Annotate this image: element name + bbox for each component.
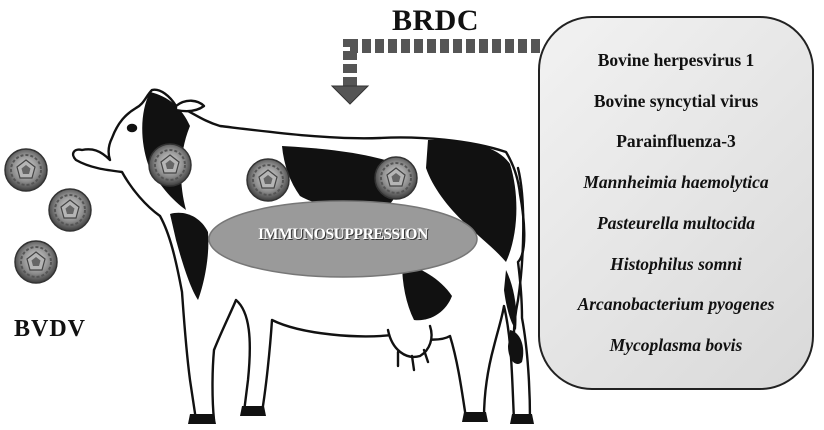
pathogen-item: Histophilus somni bbox=[610, 254, 742, 275]
virus-particle-icon bbox=[149, 144, 191, 186]
pathogen-item: Pasteurella multocida bbox=[597, 213, 755, 234]
pathogen-item: Bovine herpesvirus 1 bbox=[598, 50, 755, 71]
pathogen-item: Bovine syncytial virus bbox=[594, 91, 758, 112]
pathogen-item: Mycoplasma bovis bbox=[610, 335, 743, 356]
virus-particle-icon bbox=[49, 189, 91, 231]
pathogen-item: Parainfluenza-3 bbox=[616, 131, 736, 152]
virus-particle-icon bbox=[5, 149, 47, 191]
pathogen-list-box: Bovine herpesvirus 1 Bovine syncytial vi… bbox=[538, 16, 814, 390]
brdc-title: BRDC bbox=[392, 4, 479, 38]
virus-particle-icon bbox=[247, 159, 289, 201]
dashed-arrow-icon bbox=[332, 46, 540, 104]
pathogen-item: Mannheimia haemolytica bbox=[583, 172, 768, 193]
immunosuppression-label: IMMUNOSUPPRESSION bbox=[214, 226, 472, 244]
pathogen-item: Arcanobacterium pyogenes bbox=[578, 294, 775, 315]
bvdv-label: BVDV bbox=[14, 316, 86, 343]
virus-particle-icon bbox=[15, 241, 57, 283]
virus-particle-icon bbox=[375, 157, 417, 199]
